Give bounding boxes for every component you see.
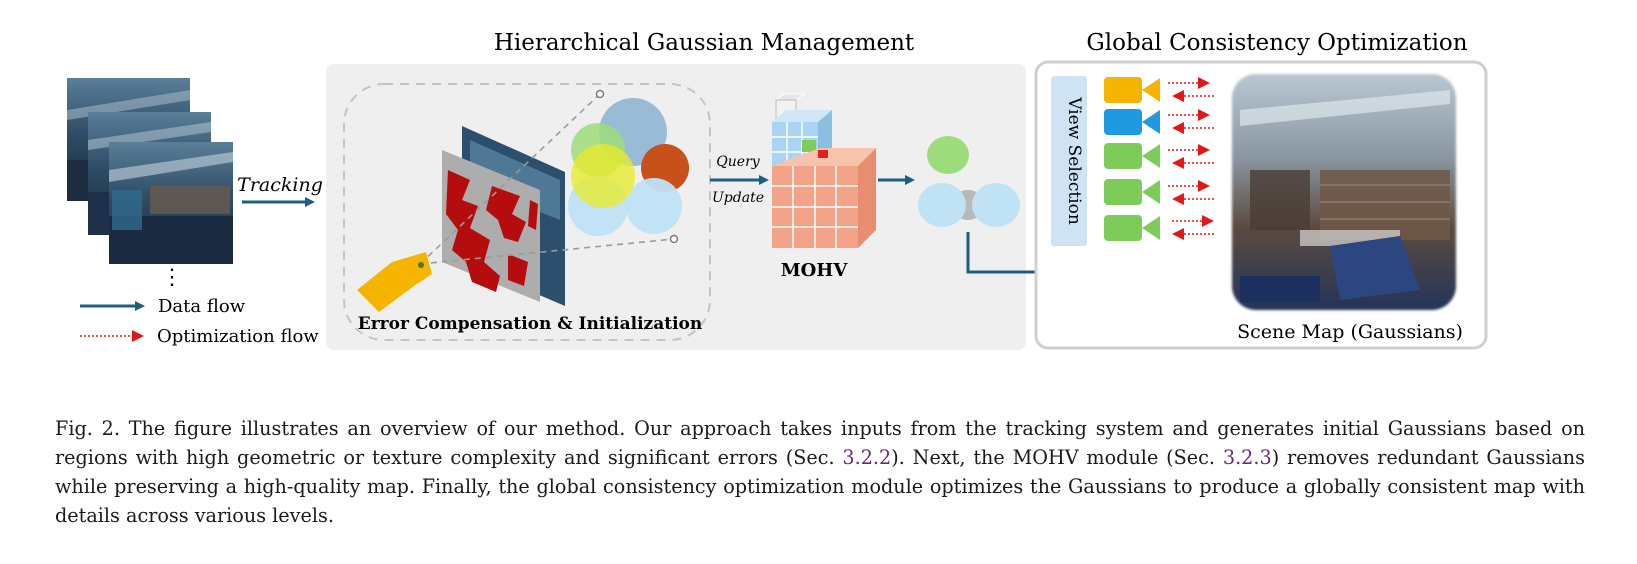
caption-text: ) removes redundant Gaussians while pres…: [55, 446, 1585, 527]
optimization-flow-legend-label: Optimization flow: [157, 326, 319, 347]
camera-icon: [1104, 77, 1160, 103]
query-label: Query: [716, 154, 760, 170]
method-overview-diagram: ⋮ Tracking Data flow Optimization flow H…: [67, 30, 1488, 350]
gco-title: Global Consistency Optimization: [1086, 30, 1467, 56]
section-reference-link[interactable]: 3.2.3: [1222, 446, 1272, 469]
caption-text: Fig. 2. The figure illustrates an overvi…: [55, 417, 1585, 469]
camera-icon: [1104, 179, 1160, 205]
camera-icon: [357, 252, 432, 312]
gaussian-cluster: [568, 98, 689, 236]
frames-ellipsis: ⋮: [161, 265, 183, 290]
error-compensation-label: Error Compensation & Initialization: [358, 314, 702, 334]
mohv-label: MOHV: [781, 260, 849, 281]
data-flow-legend-label: Data flow: [158, 296, 246, 317]
error-compensation-box: [343, 83, 711, 341]
figure-caption: Fig. 2. The figure illustrates an overvi…: [55, 414, 1585, 530]
scene-map-label: Scene Map (Gaussians): [1237, 321, 1463, 343]
update-label: Update: [712, 190, 764, 206]
projection-planes: [442, 126, 565, 306]
error-mask: [446, 170, 538, 292]
legend: Data flow Optimization flow: [80, 296, 319, 347]
mohv-voxel-grid: [772, 93, 876, 248]
caption-text: ). Next, the MOHV module (Sec.: [891, 446, 1223, 469]
selected-cameras: [1104, 77, 1160, 241]
projection-point: [669, 234, 679, 244]
section-reference-link[interactable]: 3.2.2: [842, 446, 892, 469]
projection-point: [595, 89, 605, 99]
frame-image: [109, 142, 233, 264]
scene-map-image: [1232, 74, 1456, 310]
camera-icon: [1104, 143, 1160, 169]
projection-lines: [419, 93, 675, 265]
camera-icon: [1104, 109, 1160, 135]
view-selection-bar: [1051, 76, 1087, 246]
hgm-title: Hierarchical Gaussian Management: [494, 30, 915, 56]
input-frames: [67, 78, 233, 264]
view-selection-label: View Selection: [1064, 96, 1084, 225]
pruned-gaussians: [918, 136, 1020, 227]
camera-icon: [1104, 215, 1160, 241]
tracking-label: Tracking: [237, 174, 323, 196]
